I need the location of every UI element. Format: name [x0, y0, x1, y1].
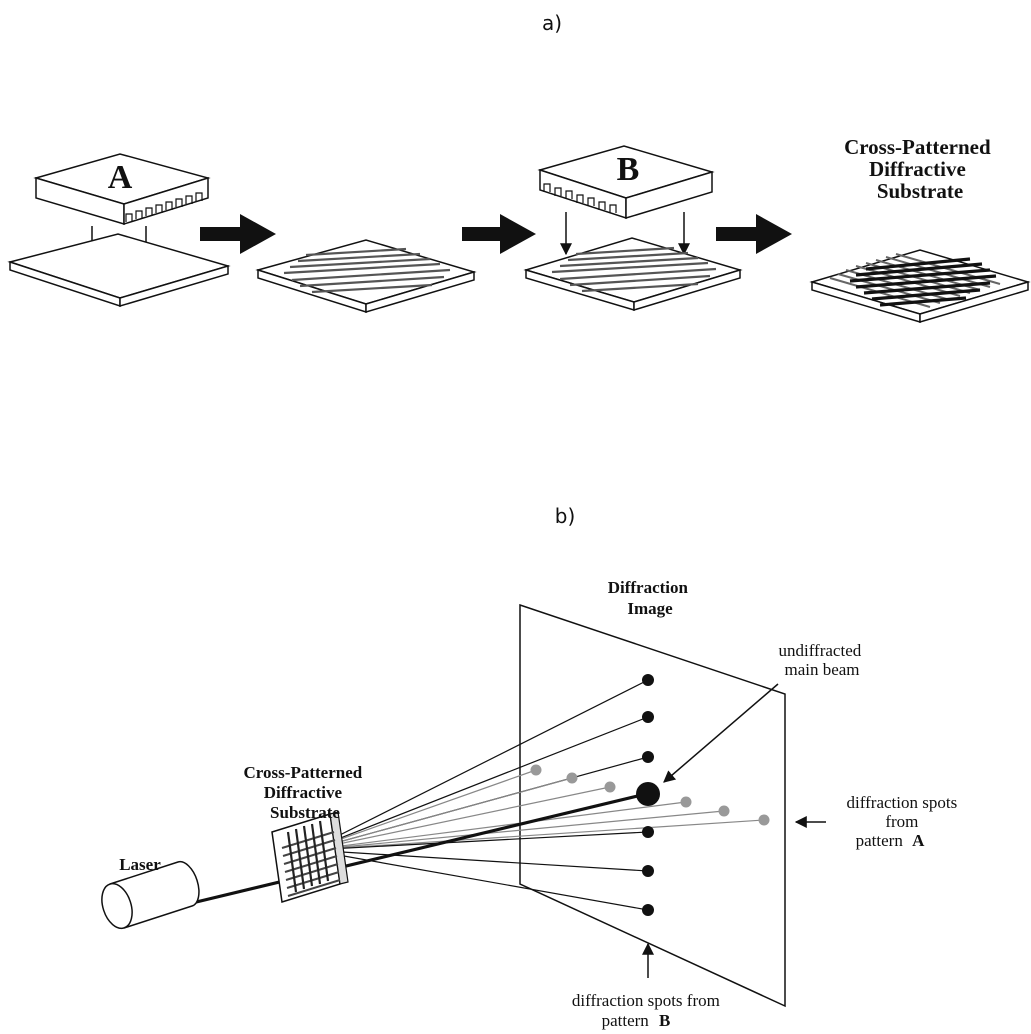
spot-pattern-b — [642, 826, 654, 838]
spot-pattern-b — [642, 711, 654, 723]
spot-pattern-b — [642, 674, 654, 686]
spot-pattern-a — [530, 764, 542, 776]
process-arrow-3 — [716, 214, 792, 254]
line-patterned-substrate — [255, 239, 477, 314]
stamp-b: B — [537, 145, 715, 220]
stamp-a: A — [33, 153, 211, 226]
pattern-a-line-3: pattern — [856, 831, 904, 850]
stamp-a-letter: A — [108, 159, 133, 196]
screen-title: Diffraction Image — [608, 578, 693, 618]
result-title-line-3: Substrate — [877, 179, 963, 203]
result-substrate-title: Cross-Patterned Diffractive Substrate — [844, 135, 996, 203]
main-beam-line-2: main beam — [784, 660, 859, 679]
diffraction-beams — [187, 679, 765, 911]
spot-pattern-b — [642, 751, 654, 763]
spot-pattern-a — [566, 772, 578, 784]
result-title-line-2: Diffractive — [869, 157, 966, 181]
process-arrow-1 — [200, 214, 276, 254]
pattern-b-line-1: diffraction spots from — [572, 991, 720, 1010]
diffraction-screen — [519, 603, 786, 1008]
main-beam-annotation: undiffracted main beam — [778, 641, 865, 679]
pattern-a-letter: A — [912, 831, 925, 850]
spot-pattern-a — [680, 796, 692, 808]
spot-pattern-a — [718, 805, 730, 817]
panel-b-label: b) — [555, 504, 576, 528]
plain-substrate — [7, 233, 231, 308]
main-beam-pointer — [663, 683, 779, 783]
substrate-title: Cross-Patterned Diffractive Substrate — [244, 763, 367, 822]
result-title-line-1: Cross-Patterned — [844, 135, 991, 159]
laser — [101, 860, 200, 930]
laser-label: Laser — [119, 855, 161, 874]
process-arrow-2 — [462, 214, 536, 254]
spot-pattern-a — [604, 781, 616, 793]
main-beam-line-1: undiffracted — [778, 641, 861, 660]
spot-pattern-b — [642, 904, 654, 916]
diffraction-spots — [530, 674, 770, 916]
substrate-title-line-3: Substrate — [270, 803, 340, 822]
main-beam-spot — [636, 782, 660, 806]
substrate-title-line-1: Cross-Patterned — [244, 763, 363, 782]
screen-title-line-1: Diffraction — [608, 578, 689, 597]
pattern-b-line-2: pattern — [602, 1011, 650, 1030]
panel-a-label: a) — [542, 11, 562, 35]
substrate-in-beam — [271, 811, 349, 903]
cross-patterned-substrate — [809, 249, 1031, 324]
screen-title-line-2: Image — [627, 599, 673, 618]
substrate-under-stamp-b — [523, 237, 743, 312]
pattern-a-annotation: diffraction spots from pattern A — [847, 793, 962, 850]
substrate-title-line-2: Diffractive — [264, 783, 343, 802]
pattern-b-letter: B — [659, 1011, 670, 1030]
pattern-a-line-2: from — [885, 812, 918, 831]
stamp-b-letter: B — [617, 151, 640, 188]
spot-pattern-a — [758, 814, 770, 826]
pattern-a-line-1: diffraction spots — [847, 793, 958, 812]
spot-pattern-b — [642, 865, 654, 877]
pattern-b-annotation: diffraction spots from pattern B — [572, 991, 724, 1030]
